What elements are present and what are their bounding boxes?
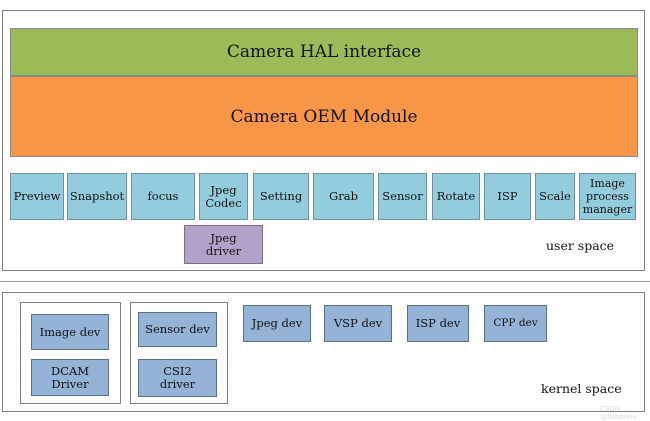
- module-isp: ISP: [484, 173, 531, 220]
- sensor-dev-box: Sensor dev: [138, 312, 217, 347]
- module-setting: Setting: [253, 173, 309, 220]
- dcam-driver-box: DCAM Driver: [31, 359, 109, 396]
- space-separator: [0, 281, 650, 282]
- module-jpeg-codec: Jpeg Codec: [199, 173, 248, 220]
- module-sensor: Sensor: [378, 173, 427, 220]
- jpeg-dev-box: Jpeg dev: [243, 305, 311, 342]
- camera-oem-module-label: Camera OEM Module: [230, 106, 418, 127]
- module-image-process-manager: Image process manager: [579, 173, 636, 220]
- module-preview: Preview: [10, 173, 64, 220]
- vsp-dev-box: VSP dev: [324, 305, 392, 342]
- csi2-driver-box: CSI2 driver: [138, 359, 217, 397]
- jpeg-driver-box: Jpeg driver: [184, 225, 263, 264]
- camera-hal-interface-label: Camera HAL interface: [226, 42, 422, 62]
- module-scale: Scale: [535, 173, 575, 220]
- module-snapshot: Snapshot: [67, 173, 127, 220]
- camera-oem-module-bar: Camera OEM Module: [10, 76, 638, 157]
- kernel-space-label: kernel space: [541, 381, 622, 396]
- isp-dev-box: ISP dev: [407, 305, 469, 342]
- camera-hal-interface-bar: Camera HAL interface: [10, 28, 638, 76]
- module-rotate: Rotate: [432, 173, 480, 220]
- user-space-label: user space: [546, 238, 615, 253]
- module-focus: focus: [131, 173, 195, 220]
- watermark: CSDN @fishbone: [600, 405, 637, 421]
- cpp-dev-box: CPP dev: [484, 305, 547, 342]
- image-dev-box: Image dev: [31, 314, 109, 350]
- module-grab: Grab: [313, 173, 374, 220]
